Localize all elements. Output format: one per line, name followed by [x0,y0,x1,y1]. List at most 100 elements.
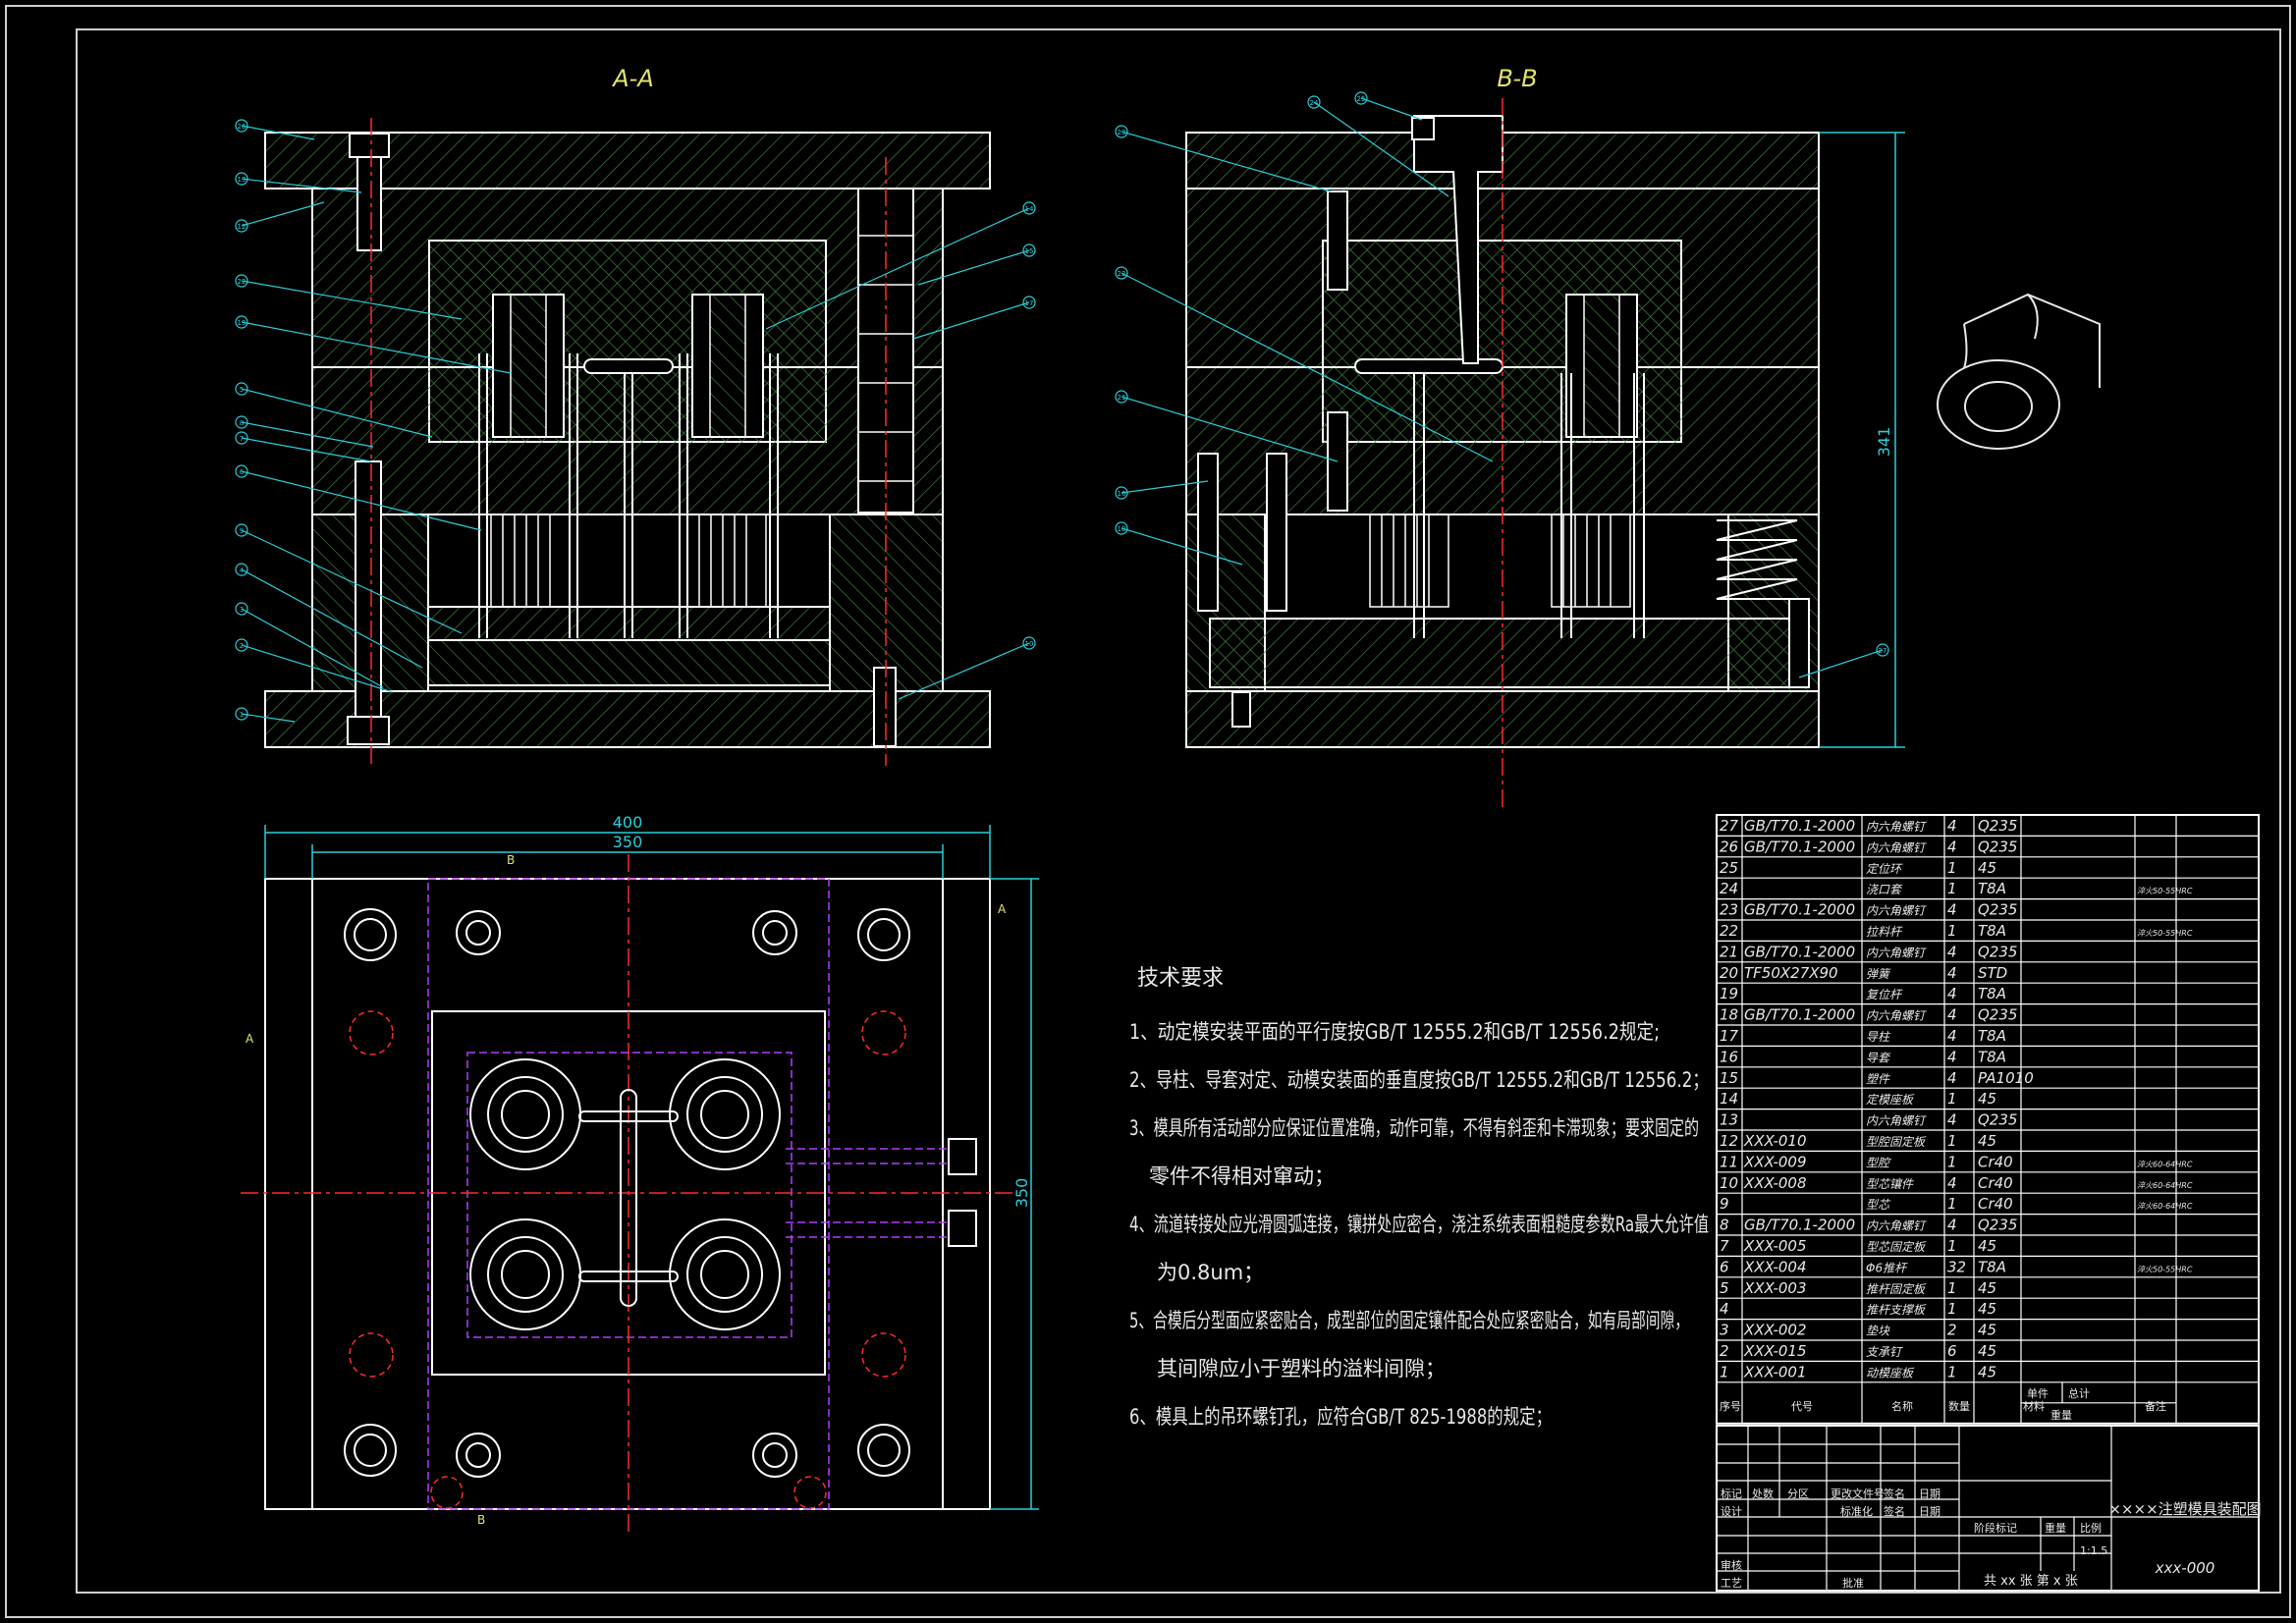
bom-qty: 4 [1947,1174,1957,1192]
balloon-label: 10 [1025,640,1034,648]
bom-name: 塑件 [1866,1072,1890,1086]
tb-approve: 批准 [1842,1576,1864,1590]
balloon-label: 4 [240,567,245,574]
balloon-label: 24 [1310,99,1319,107]
bom-qty: 1 [1947,922,1957,940]
bom-code: TF50X27X90 [1744,964,1838,982]
bom-material: 45 [1978,1300,1996,1318]
tech-item-4: 4、流道转接处应光滑圆弧连接，镶拼处应密合，浇注系统表面粗糙度参数Ra最大允许值 [1129,1213,1709,1236]
bom-no: 15 [1720,1069,1738,1087]
balloon-a-22: 22 [235,274,463,320]
balloon-a-7: 7 [235,431,372,462]
bom-no: 2 [1720,1342,1729,1360]
bom-name: Φ6推杆 [1866,1261,1908,1274]
bom-qty: 4 [1947,1048,1957,1065]
bom-header-cell: 总计 [2068,1386,2090,1400]
bom-qty: 4 [1947,901,1957,919]
bom-code: GB/T70.1-2000 [1744,943,1855,960]
tb-title: ××××注塑模具装配图 [2108,1500,2261,1518]
tb-date: 日期 [1919,1488,1941,1500]
bom-material: 45 [1978,1322,1996,1339]
bom-no: 13 [1720,1111,1738,1129]
bom-material: Q235 [1978,1217,2017,1234]
bom-name: 内六角螺钉 [1866,1219,1927,1233]
tb-sign: 签名 [1884,1487,1905,1500]
bom-code: XXX-009 [1743,1153,1807,1170]
bom-header-cell: 数量 [1948,1400,1970,1413]
bom-qty: 4 [1947,985,1957,1002]
cap-screw-top [349,133,390,158]
bom-qty: 4 [1947,1027,1957,1045]
tb-date-2: 日期 [1919,1505,1941,1518]
balloon-a-6: 6 [235,464,482,531]
bom-note: 淬火50-55HRC [2137,929,2193,938]
balloon-a-4: 4 [235,563,423,669]
bom-no: 26 [1720,838,1738,855]
tb-stage: 阶段标记 [1974,1521,2017,1535]
balloon-label: 25 [1357,95,1366,103]
bom-code: GB/T70.1-2000 [1744,1006,1855,1024]
bom-no: 4 [1720,1300,1729,1318]
bom-qty: 2 [1947,1322,1957,1339]
bom-code: XXX-003 [1743,1279,1807,1297]
bom-no: 1 [1720,1363,1729,1380]
bom-material: Q235 [1978,901,2017,919]
bom-name: 弹簧 [1866,967,1891,981]
outer-border [5,5,2291,1618]
balloon-b-27: 27 [1798,643,1889,678]
balloon-label: 22 [238,278,246,286]
tb-scale-label: 比例 [2080,1521,2102,1535]
balloon-b-16: 16 [1115,480,1209,500]
balloon-label: 21 [1118,394,1126,402]
bom-qty: 4 [1947,1217,1957,1234]
bom-qty: 1 [1947,1132,1957,1150]
ejector-plate [427,639,831,686]
tech-title: 技术要求 [1137,966,1224,991]
bom-material: 45 [1978,1132,1996,1150]
bom-name: 内六角螺钉 [1866,1114,1927,1128]
bom-code: XXX-001 [1743,1363,1807,1380]
bom-code: XXX-002 [1743,1322,1807,1339]
bom-qty: 1 [1947,1300,1957,1318]
bom-name: 垫块 [1866,1325,1890,1338]
section-marker-b-bottom: B [477,1513,485,1527]
technical-requirements: 技术要求 1、动定模安装平面的平行度按GB/T 12555.2和GB/T 125… [1129,966,1709,1429]
bom-material: T8A [1978,1258,2006,1275]
section-a-view: A-A [235,65,1036,766]
bom-no: 19 [1720,985,1738,1002]
bom-header-cell: 材料 [2023,1399,2045,1413]
bom-no: 23 [1720,901,1738,919]
bom-header-cell: 备注 [2145,1399,2166,1413]
balloon-label: 5 [240,386,244,394]
bom-no: 11 [1720,1153,1738,1170]
bom-name: 定位环 [1866,862,1903,876]
bom-name: 内六角螺钉 [1866,904,1927,918]
balloon-a-26: 26 [235,119,315,140]
tb-sheets: 共 xx 张 第 x 张 [1984,1574,2078,1589]
bom-qty: 4 [1947,1069,1957,1087]
balloon-label: 2 [240,642,244,650]
bom-material: T8A [1978,1027,2006,1045]
tech-item-5: 5、合模后分型面应紧密贴合，成型部位的固定镶件配合处应紧密贴合，如有局部间隙， [1129,1309,1689,1332]
bom-no: 24 [1720,880,1738,897]
bom-qty: 4 [1947,943,1957,960]
bom-no: 14 [1720,1090,1738,1108]
bom-material: 45 [1978,1090,1996,1108]
bom-code: XXX-010 [1743,1132,1807,1150]
bom-qty: 1 [1947,1237,1957,1255]
bom-qty: 4 [1947,964,1957,982]
bom-qty: 1 [1947,1279,1957,1297]
